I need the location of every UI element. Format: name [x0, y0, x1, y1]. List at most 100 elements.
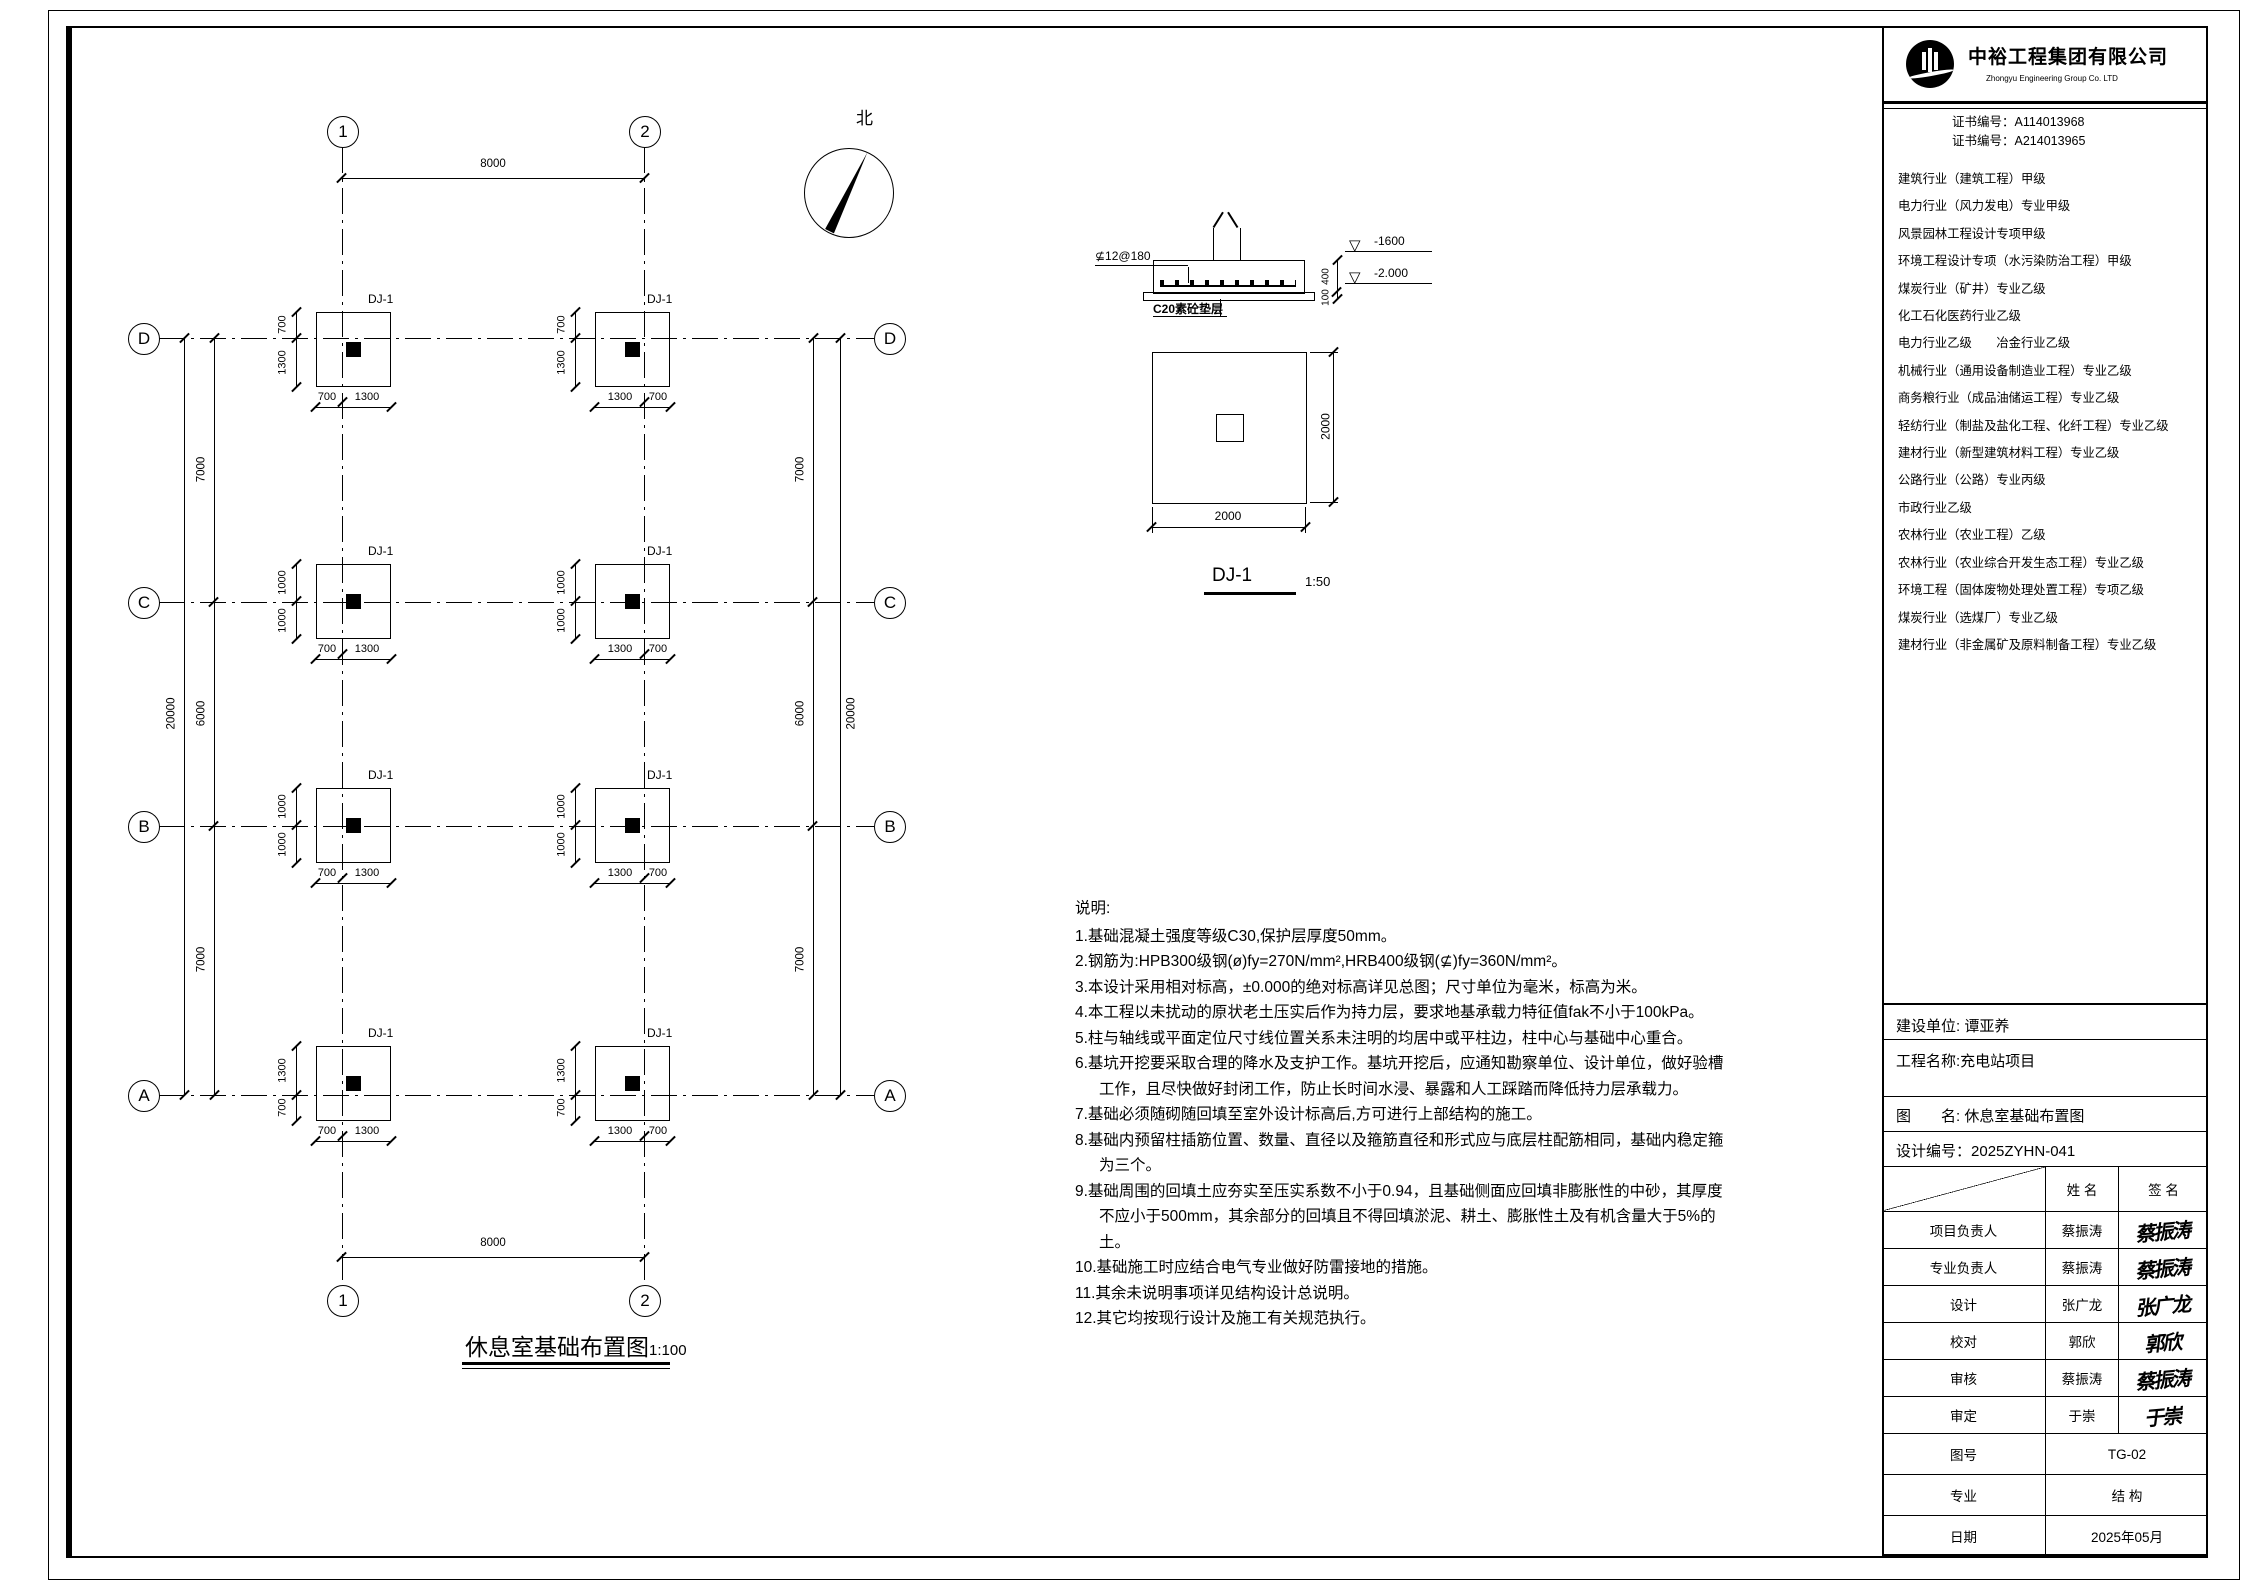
dim-text: 8000 [480, 1237, 506, 1249]
note-item: 3.本设计采用相对标高，±0.000的绝对标高详见总图；尺寸单位为毫米，标高为米… [1075, 978, 1647, 996]
north-arrow-icon [804, 148, 894, 238]
grid-bubble-d-right: D [874, 323, 906, 355]
cert-label: 证书编号： [1952, 115, 2015, 129]
name-cell: 张广龙 [2045, 1286, 2118, 1322]
role-cell: 设计 [1950, 1298, 1977, 1313]
dim-text: 1000 [276, 832, 289, 857]
footing-outline [595, 312, 670, 387]
dim-text: 700 [648, 391, 668, 403]
meta-value-cell: 结 构 [2045, 1475, 2208, 1515]
signature-cell: 蔡振涛 [2118, 1212, 2208, 1248]
drawing-name-label: 图 名: [1896, 1108, 1965, 1125]
table-row: 项目负责人 蔡振涛 蔡振涛 [1882, 1211, 2208, 1248]
dim-text: 1300 [555, 350, 568, 375]
grid-bubble-1-bottom: 1 [327, 1285, 359, 1317]
meta-value-cell: 2025年05月 [2045, 1516, 2208, 1556]
dim-line [575, 1046, 576, 1121]
dim-line [595, 1141, 670, 1142]
col-header-sign: 签 名 [2118, 1167, 2208, 1211]
footing-outline [595, 788, 670, 863]
footing-1b: DJ-1 700 1300 1000 1000 [277, 768, 393, 884]
logo-bar [1934, 52, 1938, 70]
grid-label: C [883, 593, 897, 612]
table-row: 设计 张广龙 张广龙 [1882, 1285, 2208, 1322]
signature-rows: 项目负责人 蔡振涛 蔡振涛 专业负责人 蔡振涛 蔡振涛 设计 张广龙 张广龙 [1882, 1211, 2208, 1433]
grid-bubble-2-top: 2 [629, 116, 661, 148]
dim-text: 2000 [1214, 509, 1242, 523]
column [625, 342, 640, 357]
grid-line-b [159, 826, 874, 827]
detail-dim-line [1333, 352, 1334, 502]
footing-label: DJ-1 [647, 292, 673, 306]
cert-list: 证书编号：A114013968 证书编号：A214013965 [1952, 113, 2085, 151]
footing-label: DJ-1 [647, 544, 673, 558]
qualification-item: 轻纺行业（制盐及盐化工程、化纤工程）专业乙级 [1898, 418, 2169, 433]
grid-line-c [159, 602, 874, 603]
notes-heading: 说明: [1075, 900, 1111, 917]
grid-bubble-a-left: A [128, 1080, 160, 1112]
qualification-item: 化工石化医药行业乙级 [1898, 309, 2021, 324]
detail-title: DJ-1 [1212, 565, 1253, 586]
grid-bubble-b-left: B [128, 811, 160, 843]
footing-1a: DJ-1 700 1300 1300 700 [277, 1026, 393, 1142]
column [346, 1076, 361, 1091]
qualification-item: 农林行业（农业工程）乙级 [1898, 528, 2046, 543]
extension-line [1152, 507, 1153, 533]
dim-text: 1000 [276, 608, 289, 633]
project-name-text: 工程名称:充电站项目 [1896, 1050, 2035, 1071]
grid-label: B [884, 817, 896, 836]
dim-line [316, 883, 391, 884]
role-cell: 校对 [1950, 1335, 1977, 1350]
footing-outline [316, 1046, 391, 1121]
company-logo-icon [1906, 40, 1954, 88]
table-row: 审核 蔡振涛 蔡振涛 [1882, 1359, 2208, 1396]
signature-scrawl: 郭欣 [2143, 1330, 2183, 1357]
section-dim-line [1337, 260, 1338, 299]
logo-bar [1922, 52, 1926, 70]
dim-line [316, 1141, 391, 1142]
section-column-line [1213, 228, 1214, 260]
sheet-outer-border [48, 10, 2240, 1580]
grid-label: D [137, 329, 151, 348]
dim-text: 7000 [794, 456, 807, 483]
grid-label: 2 [640, 122, 650, 141]
grid-line-a [159, 1095, 874, 1096]
dim-line [575, 312, 576, 387]
design-no-box: 设计编号：2025ZYHN-041 [1882, 1132, 2208, 1167]
section-rebar [1160, 280, 1296, 287]
detail-scale: 1:50 [1305, 574, 1331, 589]
dim-text: 700 [276, 1098, 289, 1117]
dim-line [595, 883, 670, 884]
note-item: 8.基础内预留柱插筋位置、数量、直径以及箍筋直径和形式应与底层柱配筋相同，基础内… [1075, 1131, 1724, 1175]
table-row: 日期 2025年05月 [1882, 1515, 2208, 1556]
grid-label: A [884, 1086, 896, 1105]
project-name-label: 工程名称: [1896, 1053, 1961, 1070]
table-row: 专业负责人 蔡振涛 蔡振涛 [1882, 1248, 2208, 1285]
table-row: 专业 结 构 [1882, 1474, 2208, 1515]
grid-bubble-b-right: B [874, 811, 906, 843]
owner-label: 建设单位: [1896, 1018, 1965, 1035]
signature-cell: 张广龙 [2118, 1286, 2208, 1322]
logo-bar [1928, 48, 1932, 72]
detail-title-underline [1204, 592, 1296, 595]
footing-outline [316, 788, 391, 863]
role-cell: 专业负责人 [1929, 1261, 1998, 1276]
note-item: 12.其它均按现行设计及施工有关规范执行。 [1075, 1310, 1376, 1327]
grid-label: A [138, 1086, 150, 1105]
dim-text: 1000 [555, 608, 568, 633]
footing-2a: DJ-1 1300 700 1300 700 [556, 1026, 672, 1142]
dim-line-top [342, 178, 644, 179]
level-value: -2.000 [1374, 266, 1409, 280]
dim-text: 1300 [276, 350, 289, 375]
footing-label: DJ-1 [647, 1026, 673, 1040]
design-no-label: 设计编号： [1896, 1143, 1972, 1160]
cushion-callout: C20素砼垫层 [1153, 302, 1224, 316]
design-no-text: 设计编号：2025ZYHN-041 [1896, 1140, 2075, 1161]
signature-cell: 蔡振涛 [2118, 1360, 2208, 1396]
header-diagonal-cell [1882, 1167, 2045, 1211]
qualification-item: 电力行业乙级 冶金行业乙级 [1898, 336, 2071, 351]
grid-line-1 [342, 147, 343, 1284]
footing-2c: DJ-1 1300 700 1000 1000 [556, 544, 672, 660]
owner-text: 建设单位: 谭亚养 [1896, 1015, 2009, 1036]
meta-value-cell: TG-02 [2045, 1434, 2208, 1474]
